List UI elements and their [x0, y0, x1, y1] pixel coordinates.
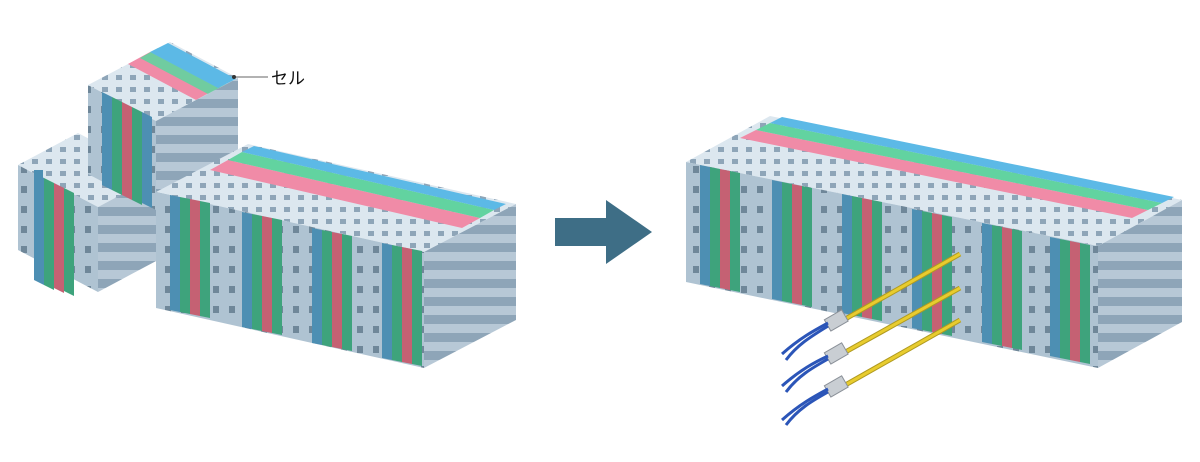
right-cell-group [686, 116, 1182, 426]
thermocouple-sensor-icon [823, 375, 849, 398]
cell-block-large [156, 144, 516, 368]
sensor-3 [781, 317, 962, 426]
cell-label: セル [271, 69, 305, 89]
front-stripes [170, 195, 422, 366]
cell-block-tall [88, 42, 238, 210]
thermocouple-sensor-icon [823, 342, 849, 365]
cell-leader-dot [232, 75, 236, 79]
front-stripes-right [700, 165, 1090, 364]
left-cell-group [18, 42, 516, 368]
sensor-2 [781, 285, 962, 393]
sensor-1 [781, 251, 962, 361]
right-arrow-icon [555, 200, 652, 264]
